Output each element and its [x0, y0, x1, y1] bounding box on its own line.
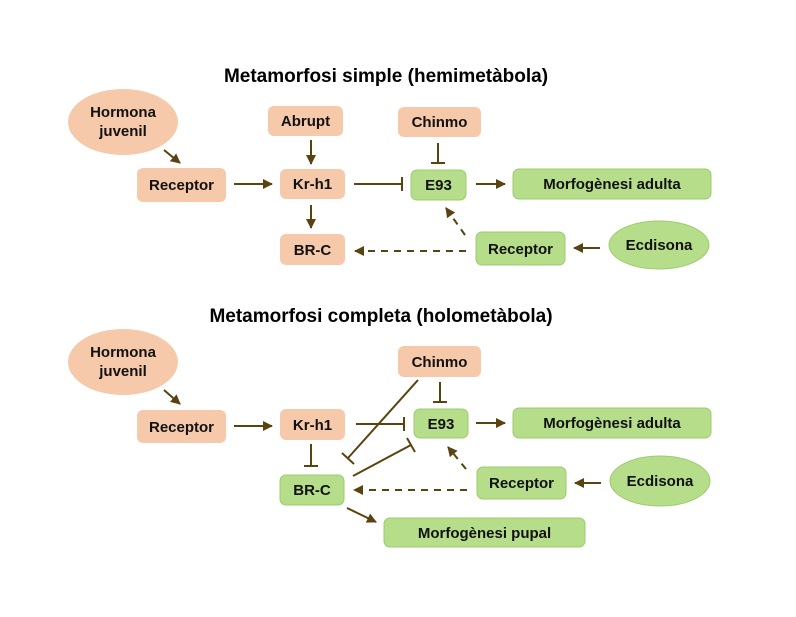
- edge-chinmo-brc-inhibition: [341, 379, 419, 465]
- panel-title-complete: Metamorfosi completa (holometàbola): [209, 306, 552, 327]
- edge-chinmo-e93-inhibition: [431, 143, 445, 164]
- edge-chinmo-e93-inhibition: [433, 382, 447, 403]
- node-label: Ecdisona: [626, 237, 693, 254]
- node-krh1: Kr-h1: [280, 169, 345, 199]
- panel-simple: Metamorfosi simple (hemimetàbola) Hormon…: [68, 66, 712, 270]
- node-label: Receptor: [149, 419, 214, 436]
- node-label: Receptor: [149, 177, 214, 194]
- node-hormona-juvenil: Hormona juvenil: [68, 329, 178, 395]
- edge-krh1-e93-inhibition: [356, 417, 405, 431]
- edge-hormona-receptor: [163, 149, 181, 164]
- node-label: Kr-h1: [293, 417, 332, 434]
- node-label: E93: [428, 416, 455, 433]
- edge-krh1-e93-inhibition: [354, 177, 403, 191]
- node-morfogenesi-pupal: Morfogènesi pupal: [383, 517, 586, 548]
- node-label: Kr-h1: [293, 176, 332, 193]
- node-ecdisona: Ecdisona: [609, 455, 711, 507]
- node-label: Morfogènesi pupal: [418, 525, 551, 542]
- node-morfogenesi-adulta: Morfogènesi adulta: [512, 407, 712, 439]
- node-brc: BR-C: [279, 474, 345, 506]
- node-abrupt: Abrupt: [268, 106, 343, 136]
- node-chinmo: Chinmo: [398, 346, 481, 377]
- node-label: Chinmo: [412, 354, 468, 371]
- node-ecdisona: Ecdisona: [608, 220, 710, 270]
- panel-complete: Metamorfosi completa (holometàbola): [68, 306, 712, 548]
- node-morfogenesi-adulta: Morfogènesi adulta: [512, 168, 712, 200]
- node-label: Morfogènesi adulta: [543, 176, 681, 193]
- node-brc: BR-C: [280, 234, 345, 265]
- node-label: BR-C: [294, 242, 332, 259]
- node-label: Chinmo: [412, 114, 468, 131]
- node-label: E93: [425, 177, 452, 194]
- edge-receptor-e93-indirect: [447, 446, 467, 470]
- panel-title-simple: Metamorfosi simple (hemimetàbola): [224, 66, 548, 87]
- node-label: Receptor: [488, 241, 553, 258]
- node-chinmo: Chinmo: [398, 107, 481, 137]
- node-label: Hormona: [90, 104, 156, 121]
- edge-receptor-e93-indirect: [445, 207, 466, 236]
- node-receptor-ecd: Receptor: [476, 466, 567, 500]
- node-krh1: Kr-h1: [280, 409, 345, 440]
- edge-brc-e93-inhibition: [352, 437, 416, 477]
- node-receptor-jh: Receptor: [137, 410, 226, 443]
- node-receptor-jh: Receptor: [137, 168, 226, 202]
- node-e93: E93: [413, 408, 469, 439]
- node-label: Abrupt: [281, 113, 330, 130]
- node-e93: E93: [410, 169, 467, 201]
- node-hormona-juvenil: Hormona juvenil: [68, 89, 178, 155]
- node-label: Ecdisona: [627, 473, 694, 490]
- node-label: Receptor: [489, 475, 554, 492]
- edge-krh1-brc-inhibition: [304, 444, 318, 467]
- node-label: BR-C: [293, 482, 331, 499]
- edge-brc-morfogenesi-pupal: [346, 507, 377, 523]
- node-receptor-ecd: Receptor: [475, 231, 566, 266]
- node-label: juvenil: [98, 363, 147, 380]
- node-label: Morfogènesi adulta: [543, 415, 681, 432]
- edge-hormona-receptor: [163, 389, 181, 405]
- node-label: Hormona: [90, 344, 156, 361]
- node-label: juvenil: [98, 123, 147, 140]
